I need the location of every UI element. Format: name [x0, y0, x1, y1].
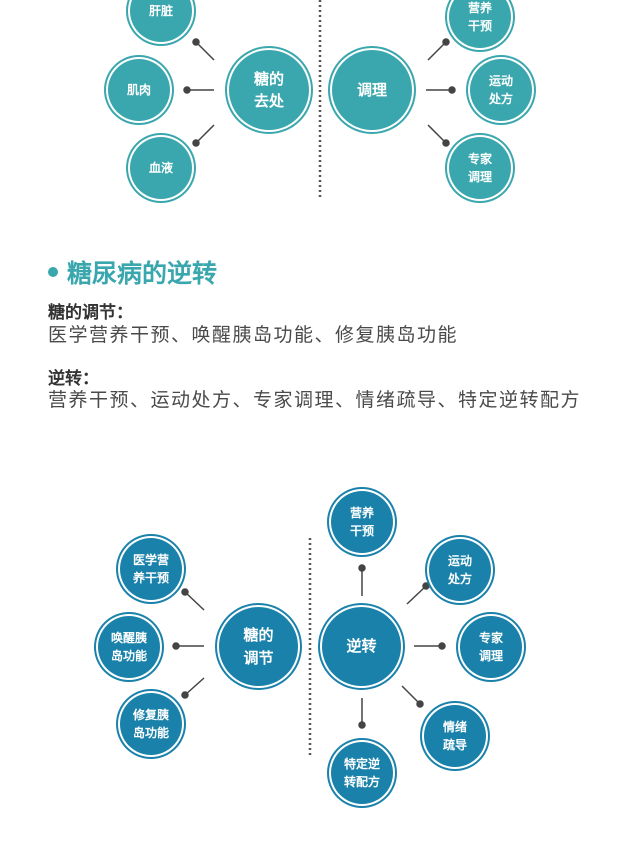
node-expert-conditioning: 专家 调理	[460, 616, 522, 678]
hub-sugar-destination: 糖的 去处	[229, 50, 309, 130]
node-wake-islet: 唤醒胰 岛功能	[98, 616, 160, 678]
bottom-connectors	[172, 538, 446, 755]
reversal-text: 营养干预、运动处方、专家调理、情绪疏导、特定逆转配方	[48, 389, 582, 411]
sugar-regulation-diagram: 医学营 养干预 唤醒胰 岛功能 修复胰 岛功能 糖的 调节 逆转 营养 干预 运…	[0, 480, 641, 820]
regulation-text: 医学营养干预、唤醒胰岛功能、修复胰岛功能	[48, 324, 459, 346]
node-nutrition-intervention: 营养 干预	[331, 491, 393, 553]
node-nutrition: 营养 干预	[449, 0, 511, 48]
reversal-label: 逆转：	[48, 369, 99, 389]
section-title-text: 糖尿病的逆转	[67, 259, 218, 288]
title-bullet-icon	[48, 267, 58, 277]
regulation-label: 糖的调节：	[48, 303, 133, 323]
node-exercise-prescription: 运动 处方	[429, 539, 491, 601]
top-connectors	[183, 0, 456, 198]
node-exercise: 运动 处方	[470, 59, 532, 121]
node-emotion-guidance: 情绪 疏导	[424, 705, 486, 767]
node-repair-islet: 修复胰 岛功能	[120, 693, 182, 755]
node-blood: 血液	[130, 137, 192, 199]
node-medical-nutrition: 医学营 养干预	[120, 538, 182, 600]
hub-conditioning: 调理	[332, 50, 412, 130]
hub-reversal: 逆转	[322, 607, 401, 686]
node-special-formula: 特定逆 转配方	[331, 742, 393, 804]
section-title: 糖尿病的逆转	[48, 254, 217, 290]
hub-sugar-regulation: 糖的 调节	[219, 607, 298, 686]
node-muscle: 肌肉	[108, 59, 170, 121]
node-expert: 专家 调理	[449, 137, 511, 199]
sugar-destination-diagram: 肝脏 肌肉 血液 糖的 去处 调理 营养 干预 运动 处方 专家 调理	[0, 0, 641, 210]
